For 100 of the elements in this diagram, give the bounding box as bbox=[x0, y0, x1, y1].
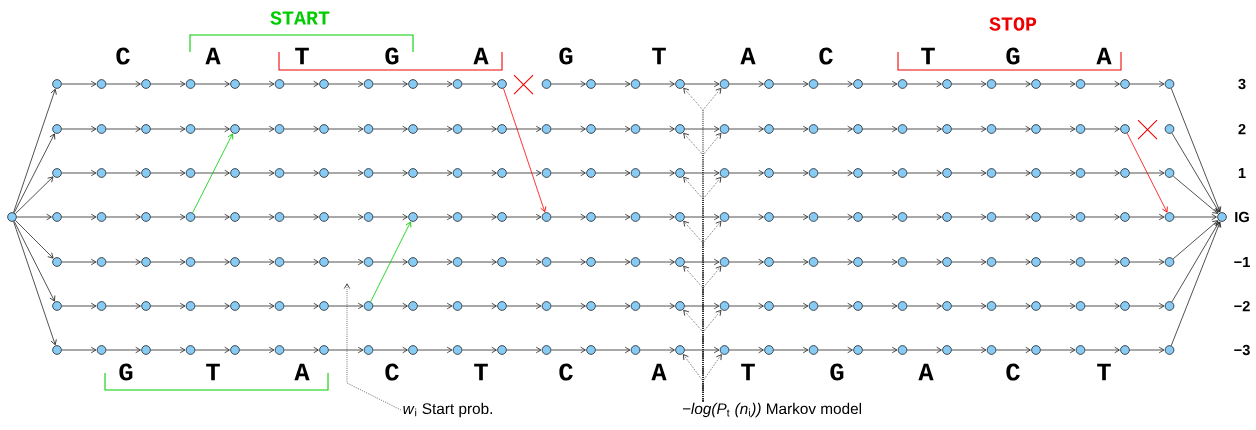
arrow bbox=[328, 302, 364, 310]
arrow bbox=[194, 80, 230, 88]
arrow bbox=[13, 220, 56, 302]
arrow bbox=[595, 346, 631, 354]
arrow bbox=[461, 258, 497, 266]
arrow bbox=[417, 125, 453, 133]
arrow bbox=[817, 258, 853, 266]
codon-label: STOP bbox=[989, 17, 1037, 31]
arrow bbox=[417, 169, 453, 177]
arrow bbox=[684, 125, 720, 133]
arrow bbox=[105, 80, 141, 88]
arrow bbox=[283, 125, 319, 133]
arrow bbox=[639, 302, 675, 310]
arrow bbox=[372, 169, 408, 177]
arrow bbox=[194, 125, 230, 133]
nucleotide-letter: T bbox=[206, 363, 220, 381]
arrow bbox=[550, 346, 586, 354]
arrow bbox=[862, 346, 898, 354]
arrow bbox=[283, 80, 319, 88]
arrow bbox=[461, 346, 497, 354]
arrow bbox=[283, 302, 319, 310]
arrow bbox=[1171, 221, 1220, 303]
arrow bbox=[1129, 302, 1165, 310]
arrow bbox=[372, 125, 408, 133]
arrow bbox=[684, 258, 720, 266]
arrow bbox=[817, 125, 853, 133]
arrow bbox=[1040, 302, 1076, 310]
arrow bbox=[1084, 346, 1120, 354]
arrow bbox=[417, 258, 453, 266]
arrow bbox=[862, 169, 898, 177]
arrow bbox=[239, 80, 275, 88]
arrow bbox=[1170, 88, 1222, 213]
arrow bbox=[239, 169, 275, 177]
arrow bbox=[728, 213, 764, 221]
nucleotide-letter: T bbox=[652, 47, 666, 65]
arrow bbox=[639, 125, 675, 133]
arrow bbox=[1126, 132, 1168, 213]
arrow bbox=[328, 258, 364, 266]
nucleotide-letter: A bbox=[651, 363, 667, 381]
arrow bbox=[1040, 125, 1076, 133]
arrow bbox=[461, 302, 497, 310]
arrow bbox=[506, 302, 542, 310]
nucleotide-letter: C bbox=[559, 363, 573, 381]
arrow bbox=[728, 169, 764, 177]
arrow bbox=[372, 80, 408, 88]
arrow bbox=[1129, 258, 1165, 266]
row-label: −1 bbox=[1234, 256, 1250, 268]
arrow bbox=[906, 125, 942, 133]
arrow bbox=[773, 125, 809, 133]
arrow bbox=[13, 133, 56, 214]
arrow bbox=[283, 169, 319, 177]
arrow bbox=[150, 346, 186, 354]
arrow bbox=[194, 302, 230, 310]
arrow bbox=[283, 346, 319, 354]
arrow bbox=[639, 346, 675, 354]
arrow bbox=[372, 258, 408, 266]
arrow bbox=[1084, 213, 1120, 221]
arrow bbox=[13, 221, 57, 346]
arrow bbox=[1172, 175, 1219, 214]
arrow bbox=[417, 346, 453, 354]
arrow bbox=[328, 80, 364, 88]
arrow bbox=[862, 258, 898, 266]
row-label: 3 bbox=[1238, 78, 1246, 90]
arrow bbox=[61, 169, 97, 177]
arrow bbox=[1173, 213, 1217, 221]
row-label: −2 bbox=[1234, 300, 1250, 312]
annotation-text: −log(P$_{t}$ (n$_{i}$)) Markov model bbox=[682, 402, 861, 418]
arrow bbox=[639, 258, 675, 266]
nucleotide-letter: T bbox=[1097, 363, 1111, 381]
arrow bbox=[773, 169, 809, 177]
arrow bbox=[328, 125, 364, 133]
arrow bbox=[239, 302, 275, 310]
arrow bbox=[995, 169, 1031, 177]
arrow bbox=[728, 346, 764, 354]
nucleotide-letter: G bbox=[1006, 47, 1020, 65]
arrow bbox=[1172, 220, 1219, 260]
arrow bbox=[15, 176, 54, 215]
row-label: 2 bbox=[1238, 123, 1246, 135]
arrow bbox=[1040, 80, 1076, 88]
arrow bbox=[639, 80, 675, 88]
arrow bbox=[550, 213, 586, 221]
leader-line bbox=[702, 354, 722, 402]
arrow bbox=[1084, 169, 1120, 177]
nucleotide-letter: C bbox=[116, 47, 130, 65]
arrow bbox=[728, 80, 764, 88]
nucleotide-letter: A bbox=[294, 363, 310, 381]
arrow bbox=[862, 213, 898, 221]
arrow bbox=[1171, 132, 1220, 213]
nucleotide-letter: T bbox=[295, 47, 309, 65]
arrow bbox=[728, 125, 764, 133]
arrow bbox=[1084, 258, 1120, 266]
arrow bbox=[595, 169, 631, 177]
nucleotide-letter: G bbox=[385, 47, 399, 65]
arrow bbox=[906, 346, 942, 354]
row-label: 1 bbox=[1238, 167, 1246, 179]
arrow bbox=[550, 125, 586, 133]
nucleotide-letter: A bbox=[205, 47, 221, 65]
arrow bbox=[61, 258, 97, 266]
arrow bbox=[506, 213, 542, 221]
nucleotide-letter: T bbox=[741, 363, 755, 381]
